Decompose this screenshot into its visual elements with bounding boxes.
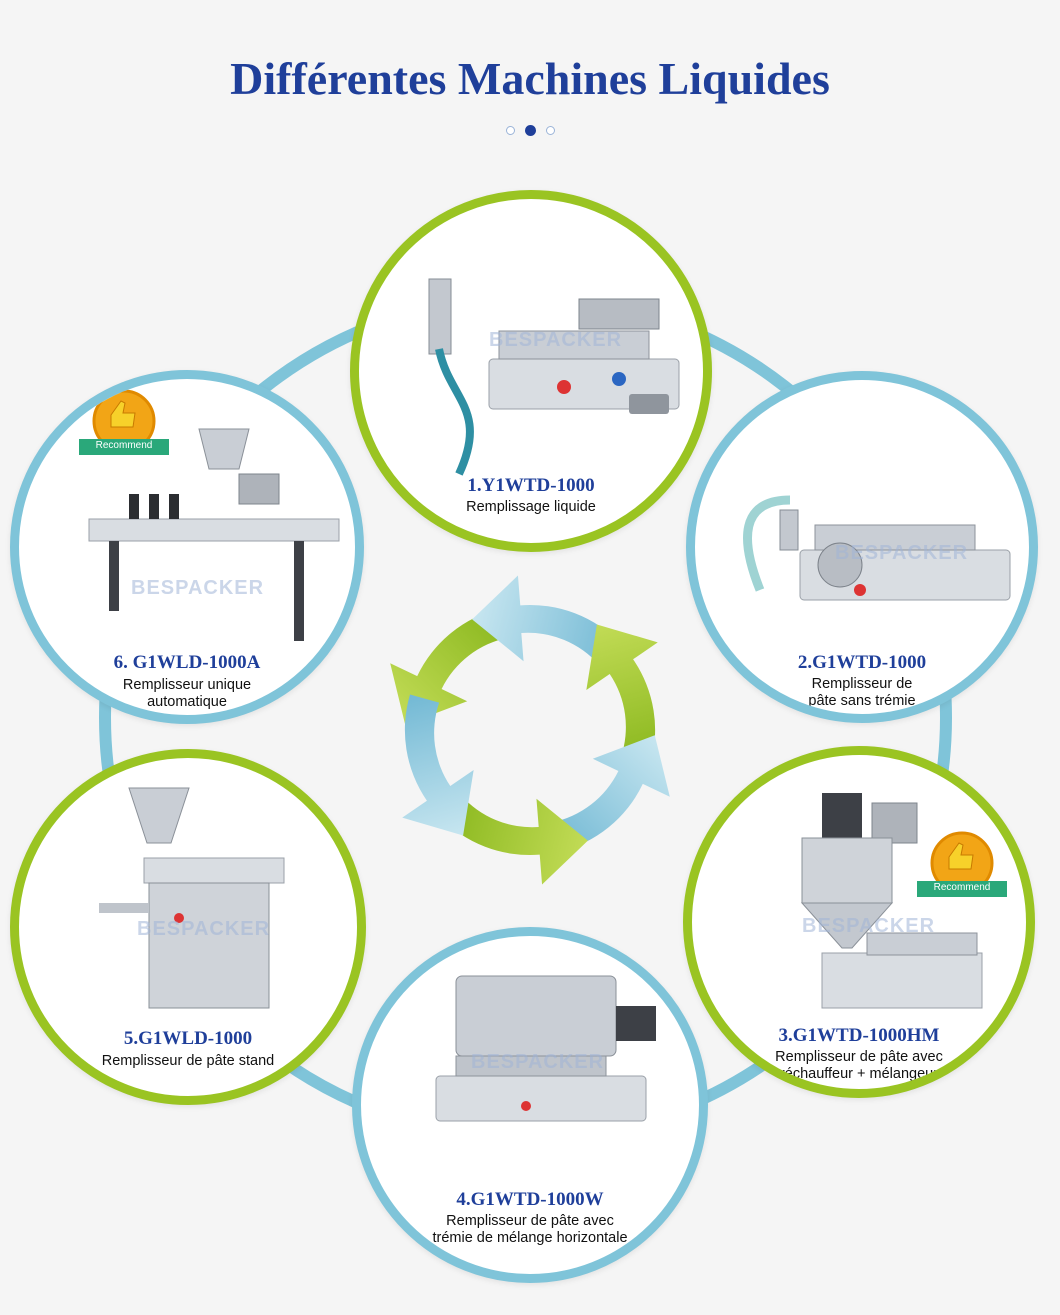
description-line: automatique bbox=[147, 694, 227, 710]
machine-model: 5.G1WLD-1000 bbox=[123, 1028, 253, 1049]
description-line: Remplisseur de pâte stand bbox=[101, 1053, 275, 1069]
machine-card-4[interactable]: BESPACKER 4.G1WTD-1000W Remplisseur de p… bbox=[352, 927, 708, 1283]
stand-paste-filler-image bbox=[99, 787, 285, 1009]
recommend-badge-icon bbox=[917, 831, 1007, 897]
cycle-arrows-icon bbox=[360, 560, 700, 900]
description-line: réchauffeur + mélangeur bbox=[779, 1066, 939, 1082]
paste-filler-no-hopper-image bbox=[743, 495, 1011, 601]
machine-card-6[interactable]: Recommend BESPACKER 6. G1WLD-1000A Rempl… bbox=[10, 370, 364, 724]
watermark: BESPACKER bbox=[835, 542, 969, 564]
carousel-dot-3[interactable] bbox=[545, 126, 555, 136]
machine-model: 3.G1WTD-1000HM bbox=[778, 1025, 940, 1046]
machine-description: Remplisseur de pâte sans trémie bbox=[695, 676, 1029, 710]
carousel-dot-1[interactable] bbox=[505, 126, 515, 136]
recommend-badge-icon bbox=[79, 389, 169, 455]
machine-card-5[interactable]: BESPACKER 5.G1WLD-1000 Remplisseur de pâ… bbox=[10, 749, 366, 1105]
heated-mixer-filler-image bbox=[800, 793, 983, 1009]
description-line: trémie de mélange horizontale bbox=[432, 1230, 628, 1246]
watermark: BESPACKER bbox=[489, 329, 623, 351]
machine-model: 4.G1WTD-1000W bbox=[456, 1189, 604, 1210]
liquid-filler-image bbox=[428, 278, 680, 476]
description-line: Remplisseur de bbox=[811, 676, 913, 692]
machine-description: Remplisseur de pâte avec trémie de mélan… bbox=[361, 1213, 699, 1247]
description-line: Remplissage liquide bbox=[466, 499, 596, 515]
watermark: BESPACKER bbox=[802, 915, 936, 937]
machine-description: Remplisseur de pâte avec réchauffeur + m… bbox=[692, 1049, 1026, 1083]
machine-description: Remplisseur de pâte stand bbox=[19, 1053, 357, 1070]
description-line: Remplisseur de pâte avec bbox=[775, 1049, 943, 1065]
watermark: BESPACKER bbox=[137, 918, 271, 940]
machine-model: 1.Y1WTD-1000 bbox=[467, 475, 595, 496]
automatic-filler-line-image bbox=[88, 428, 340, 641]
machine-description: Remplissage liquide bbox=[359, 499, 703, 516]
description-line: pâte sans trémie bbox=[808, 693, 916, 709]
machine-model: 2.G1WTD-1000 bbox=[797, 652, 927, 673]
horizontal-mixer-filler-image bbox=[435, 975, 656, 1122]
recommend-label: Recommend bbox=[95, 440, 153, 451]
watermark: BESPACKER bbox=[471, 1051, 605, 1073]
carousel-indicator bbox=[0, 122, 1060, 140]
machine-model: 6. G1WLD-1000A bbox=[113, 652, 261, 673]
description-line: Remplisseur unique bbox=[122, 677, 252, 693]
machine-card-3[interactable]: Recommend BESPACKER 3.G1WTD-1000HM Rempl… bbox=[683, 746, 1035, 1098]
watermark: BESPACKER bbox=[131, 577, 265, 599]
description-line: Remplisseur de pâte avec bbox=[446, 1213, 614, 1229]
machine-description: Remplisseur unique automatique bbox=[19, 677, 355, 711]
machine-card-2[interactable]: BESPACKER 2.G1WTD-1000 Remplisseur de pâ… bbox=[686, 371, 1038, 723]
carousel-dot-2[interactable] bbox=[524, 125, 536, 137]
machine-card-1[interactable]: BESPACKER 1.Y1WTD-1000 Remplissage liqui… bbox=[350, 190, 712, 552]
recommend-label: Recommend bbox=[933, 882, 991, 893]
page-title: Différentes Machines Liquides bbox=[230, 53, 830, 104]
